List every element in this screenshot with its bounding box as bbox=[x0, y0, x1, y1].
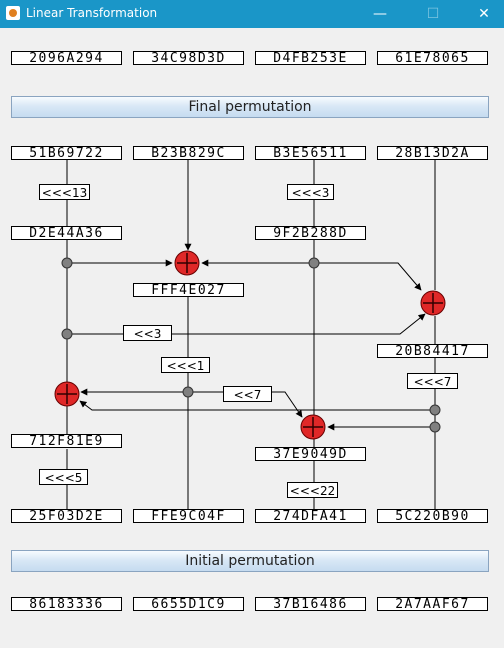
before-word-0: 25F03D2E bbox=[11, 509, 122, 523]
wire-9f2-to-xor2 bbox=[314, 262, 422, 291]
close-button[interactable]: ✕ bbox=[478, 6, 490, 22]
intermediate-fff4: FFF4E027 bbox=[133, 283, 244, 297]
rotate-1-label: <<<1 bbox=[161, 357, 210, 373]
wire-d2e-to-xor2 bbox=[67, 313, 426, 335]
java-app-icon bbox=[6, 6, 20, 20]
intermediate-712: 712F81E9 bbox=[11, 434, 122, 448]
intermediate-37e: 37E9049D bbox=[255, 447, 366, 461]
junction-node bbox=[182, 386, 194, 398]
intermediate-d2e: D2E44A36 bbox=[11, 226, 122, 240]
wire-20b-to-xor3 bbox=[79, 400, 435, 411]
xor-node-2 bbox=[420, 290, 446, 316]
xor-node-1 bbox=[174, 250, 200, 276]
output-word-1: 34C98D3D bbox=[133, 51, 244, 65]
junction-node bbox=[308, 257, 320, 269]
input-word-1: 6655D1C9 bbox=[133, 597, 244, 611]
output-word-2: D4FB253E bbox=[255, 51, 366, 65]
rotate-3-label: <<<3 bbox=[287, 184, 334, 200]
minimize-button[interactable]: — bbox=[373, 6, 387, 22]
rotate-22-label: <<<22 bbox=[287, 482, 338, 498]
wire-fff4-to-xor4 bbox=[188, 391, 303, 418]
intermediate-20b: 20B84417 bbox=[377, 344, 488, 358]
input-word-3: 2A7AAF67 bbox=[377, 597, 488, 611]
intermediate-9f2: 9F2B288D bbox=[255, 226, 366, 240]
rotate-7-label: <<<7 bbox=[407, 373, 458, 389]
shift-7-label: <<7 bbox=[223, 386, 272, 402]
rotate-13-label: <<<13 bbox=[39, 184, 90, 200]
junction-node bbox=[61, 257, 73, 269]
perm-word-0: 51B69722 bbox=[11, 146, 122, 160]
output-word-3: 61E78065 bbox=[377, 51, 488, 65]
rotate-5-label: <<<5 bbox=[39, 469, 88, 485]
xor-node-4 bbox=[300, 414, 326, 440]
perm-word-1: B23B829C bbox=[133, 146, 244, 160]
before-word-1: FFE9C04F bbox=[133, 509, 244, 523]
maximize-button[interactable]: ☐ bbox=[426, 6, 440, 22]
junction-node bbox=[429, 404, 441, 416]
before-word-3: 5C220B90 bbox=[377, 509, 488, 523]
before-word-2: 274DFA41 bbox=[255, 509, 366, 523]
input-word-2: 37B16486 bbox=[255, 597, 366, 611]
junction-node bbox=[429, 421, 441, 433]
perm-word-3: 28B13D2A bbox=[377, 146, 488, 160]
final-permutation-button[interactable]: Final permutation bbox=[11, 96, 489, 118]
junction-node bbox=[61, 328, 73, 340]
perm-word-2: B3E56511 bbox=[255, 146, 366, 160]
output-word-0: 2096A294 bbox=[11, 51, 122, 65]
xor-node-3 bbox=[54, 381, 80, 407]
initial-permutation-button[interactable]: Initial permutation bbox=[11, 550, 489, 572]
title-bar: Linear Transformation — ☐ ✕ bbox=[0, 0, 504, 28]
input-word-0: 86183336 bbox=[11, 597, 122, 611]
window-title: Linear Transformation bbox=[26, 6, 158, 20]
shift-3-label: <<3 bbox=[123, 325, 172, 341]
